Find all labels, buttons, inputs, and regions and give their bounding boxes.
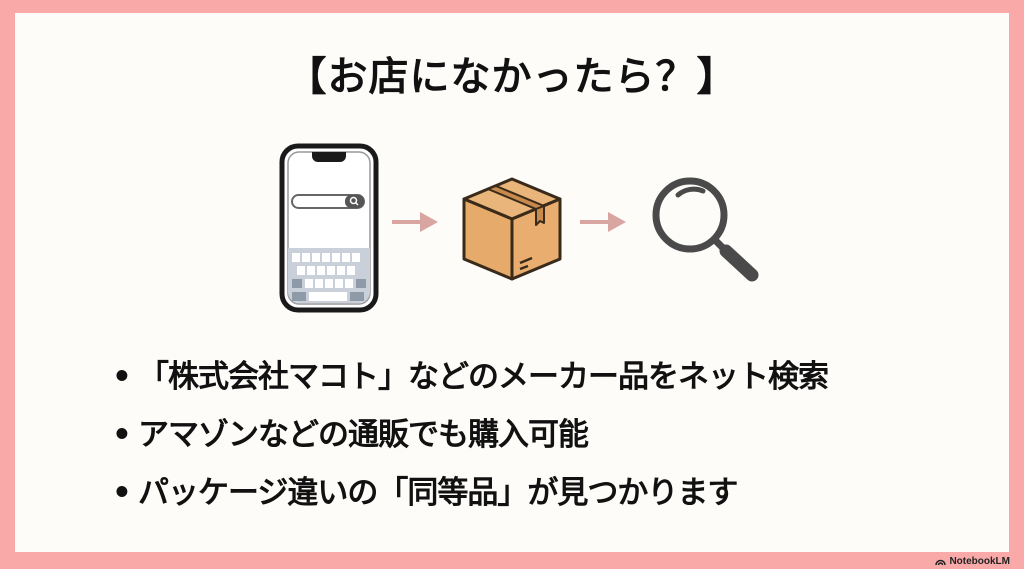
bullet-text: アマゾンなどの通販でも購入可能: [138, 417, 589, 453]
arrow-right-icon: [392, 212, 438, 232]
bullet-dot: •: [112, 359, 132, 395]
bullet-list: •「株式会社マコト」などのメーカー品をネット検索 •アマゾンなどの通販でも購入可…: [112, 352, 829, 526]
notebooklm-watermark: NotebookLM: [935, 556, 1010, 567]
bullet-dot: •: [112, 417, 132, 453]
bullet-text: 「株式会社マコト」などのメーカー品をネット検索: [138, 359, 829, 395]
arrow-right-icon: [580, 212, 626, 232]
bullet-item: •アマゾンなどの通販でも購入可能: [112, 410, 828, 468]
bullet-dot: •: [112, 475, 132, 511]
magnifying-glass-icon: [652, 177, 759, 282]
bullet-item: •パッケージ違いの「同等品」が見つかります: [112, 468, 828, 526]
watermark-text: NotebookLM: [949, 556, 1010, 567]
slide-panel: [15, 13, 1009, 552]
bullet-item: •「株式会社マコト」などのメーカー品をネット検索: [112, 352, 829, 410]
cardboard-box-icon: [462, 177, 562, 281]
slide-title: 【お店になかったら？】: [286, 54, 738, 100]
bullet-text: パッケージ違いの「同等品」が見つかります: [138, 475, 738, 511]
notebooklm-logo-icon: [935, 559, 947, 566]
smartphone-search-icon: [279, 143, 379, 313]
